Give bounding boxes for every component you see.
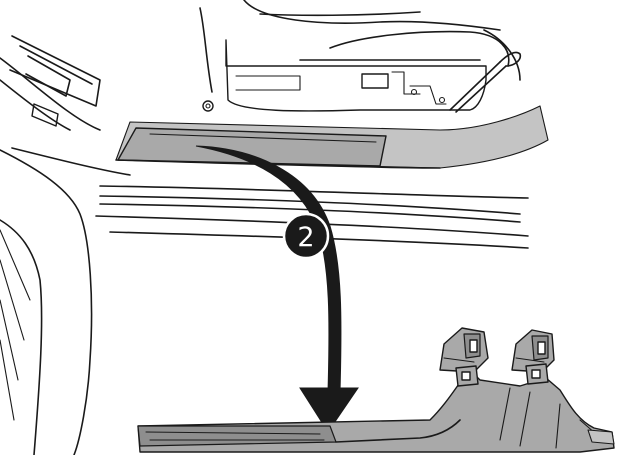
arrow-head-icon (299, 387, 359, 433)
step-badge: 2 (282, 212, 330, 260)
door-frame (0, 35, 131, 455)
installed-sill-trim (115, 105, 549, 169)
removal-arrow (195, 145, 359, 433)
trim-clip-left (439, 327, 489, 387)
step-number: 2 (297, 222, 314, 253)
seat-clip (361, 73, 389, 89)
removed-sill-trim (137, 369, 615, 453)
trim-clip-right (511, 329, 555, 385)
seat-base (199, 0, 522, 113)
bolt-head (202, 100, 214, 112)
